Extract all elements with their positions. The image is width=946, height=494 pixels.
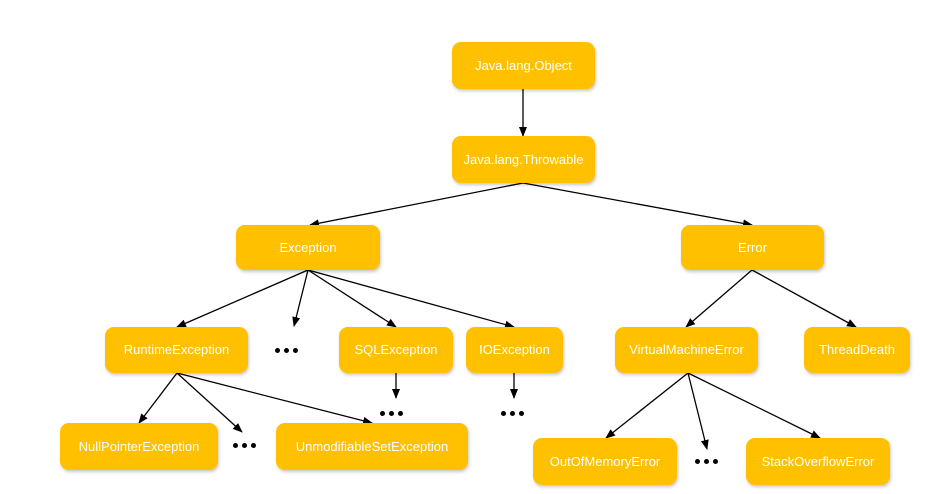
ellipsis-dot [704, 459, 709, 464]
ellipsis-dot [251, 443, 256, 448]
edge-throwable-to-error [522, 182, 753, 228]
node-unmodifiable-set-exception: UnmodifiableSetException [276, 423, 468, 470]
ellipsis-dot [713, 459, 718, 464]
edge-runtime-exception-to-ellipsis-runtime [176, 372, 243, 433]
edge-virtual-machine-error-to-out-of-memory-error [605, 372, 689, 439]
ellipsis-dot [233, 443, 238, 448]
edge-runtime-exception-to-unmodifiable-set-exception [176, 372, 373, 425]
ellipsis-dot [389, 411, 394, 416]
ellipsis-vm-children [695, 459, 718, 464]
node-java-lang-throwable: Java.lang.Throwable [452, 136, 595, 183]
ellipsis-dot [284, 348, 289, 353]
node-virtual-machine-error: VirtualMachineError [615, 327, 758, 373]
edge-error-to-virtual-machine-error [685, 269, 753, 328]
ellipsis-runtime-children [233, 443, 256, 448]
ellipsis-dot [380, 411, 385, 416]
node-thread-death: ThreadDeath [804, 327, 910, 373]
edge-group [138, 89, 857, 450]
edge-exception-to-sql-exception [307, 269, 397, 328]
node-io-exception: IOException [466, 327, 563, 373]
node-stack-overflow-error: StackOverflowError [746, 438, 890, 485]
ellipsis-dot [501, 411, 506, 416]
ellipsis-dot [510, 411, 515, 416]
node-runtime-exception: RuntimeException [105, 327, 248, 373]
ellipsis-io-children [501, 411, 524, 416]
ellipsis-dot [293, 348, 298, 353]
edge-error-to-thread-death [751, 269, 857, 328]
edge-virtual-machine-error-to-stack-overflow-error [687, 372, 821, 439]
edge-throwable-to-exception [309, 182, 524, 228]
ellipsis-sql-children [380, 411, 403, 416]
ellipsis-dot [398, 411, 403, 416]
node-sql-exception: SQLException [339, 327, 453, 373]
node-null-pointer-exception: NullPointerException [60, 423, 218, 470]
ellipsis-dot [242, 443, 247, 448]
ellipsis-exception-children [275, 348, 298, 353]
ellipsis-dot [519, 411, 524, 416]
node-exception: Exception [236, 225, 380, 270]
ellipsis-dot [695, 459, 700, 464]
edge-exception-to-runtime-exception [176, 269, 309, 328]
node-java-lang-object: Java.lang.Object [452, 42, 595, 89]
edge-exception-to-io-exception [307, 269, 515, 329]
edge-virtual-machine-error-to-ellipsis-vm [687, 372, 709, 450]
node-out-of-memory-error: OutOfMemoryError [533, 438, 677, 485]
node-error: Error [681, 225, 824, 270]
edge-exception-to-ellipsis-exception [292, 269, 309, 327]
ellipsis-dot [275, 348, 280, 353]
edge-runtime-exception-to-null-pointer-exception [138, 372, 178, 424]
